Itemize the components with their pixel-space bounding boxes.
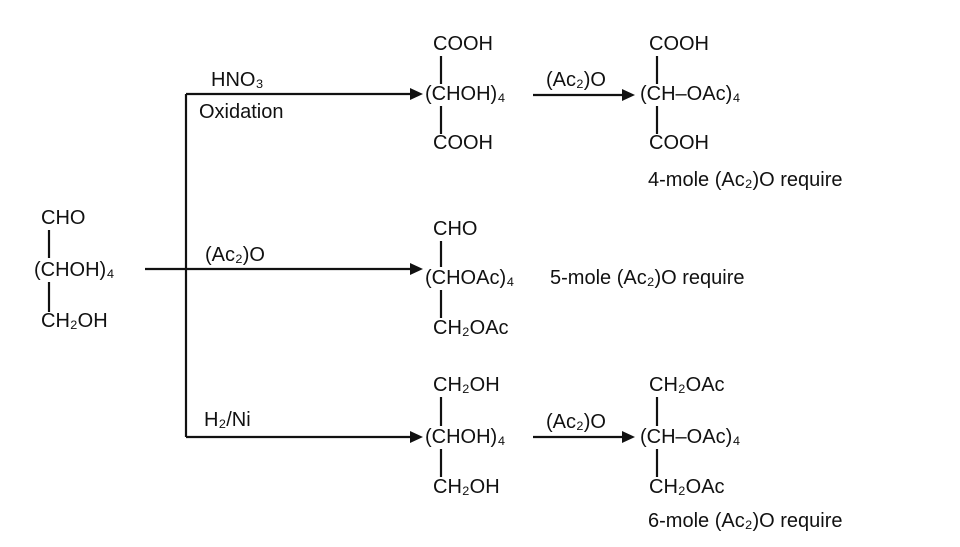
note-mole-requirement: 5-mole (Ac₂)O require xyxy=(550,267,745,289)
product-middle: (CHOAc)₄ xyxy=(425,267,515,289)
reactant-middle: (CHOH)₄ xyxy=(34,259,115,281)
reagent-acetic-anhydride: (Ac₂)O xyxy=(546,69,606,91)
reactant-top: CHO xyxy=(41,207,86,229)
product-middle: (CHOH)₄ xyxy=(425,83,506,105)
final-product-bottom: COOH xyxy=(649,132,709,154)
note-mole-requirement: 4-mole (Ac₂)O require xyxy=(648,169,843,191)
note-mole-requirement: 6-mole (Ac₂)O require xyxy=(648,510,843,532)
arrowhead xyxy=(622,89,635,101)
reagent-acetic-anhydride: (Ac₂)O xyxy=(546,411,606,433)
reactant-bottom: CH₂OH xyxy=(41,310,108,332)
final-product-top: CH₂OAc xyxy=(649,374,725,396)
product-bottom: CH₂OAc xyxy=(433,317,509,339)
product-top: CH₂OH xyxy=(433,374,500,396)
product-top: COOH xyxy=(433,33,493,55)
product-top: CHO xyxy=(433,218,478,240)
arrowhead xyxy=(410,263,423,275)
arrowhead xyxy=(410,88,423,100)
product-bottom: CH₂OH xyxy=(433,476,500,498)
condition-oxidation: Oxidation xyxy=(199,101,284,123)
arrowhead xyxy=(622,431,635,443)
reagent-hno3: HNO₃ xyxy=(211,69,264,91)
arrowhead xyxy=(410,431,423,443)
reagent-acetic-anhydride: (Ac₂)O xyxy=(205,244,265,266)
final-product-middle: (CH–OAc)₄ xyxy=(640,426,741,448)
product-bottom: COOH xyxy=(433,132,493,154)
reagent-h2-ni: H₂/Ni xyxy=(204,409,251,431)
final-product-top: COOH xyxy=(649,33,709,55)
final-product-middle: (CH–OAc)₄ xyxy=(640,83,741,105)
product-middle: (CHOH)₄ xyxy=(425,426,506,448)
final-product-bottom: CH₂OAc xyxy=(649,476,725,498)
